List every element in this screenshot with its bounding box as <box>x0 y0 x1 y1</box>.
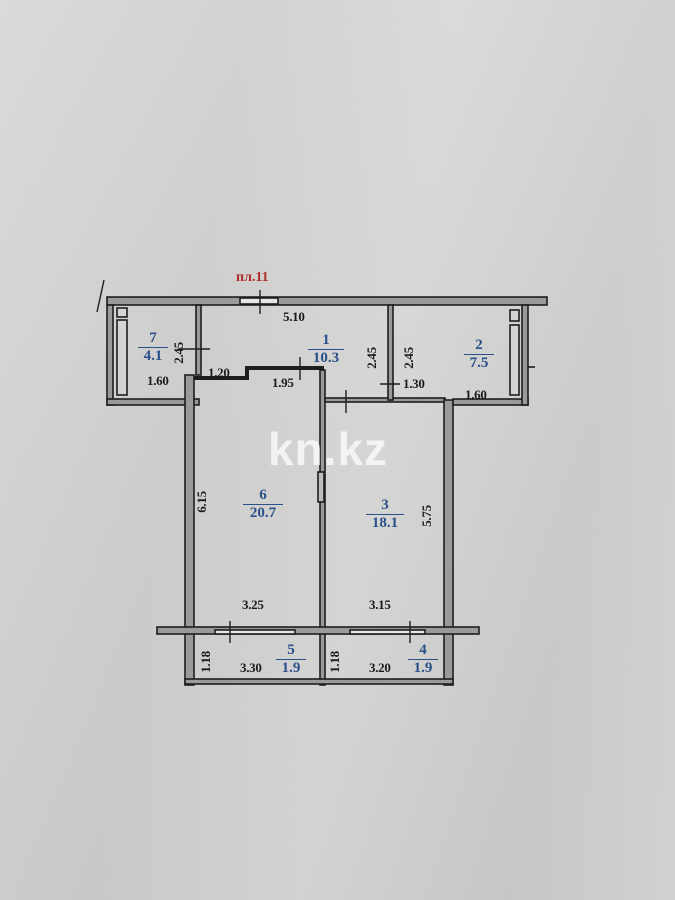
door-6 <box>317 471 325 503</box>
room-number: 5 <box>287 642 295 658</box>
dim-hall-mid: 1.95 <box>272 375 294 390</box>
room-number: 2 <box>475 337 483 353</box>
wall-top <box>106 296 548 306</box>
dim-room3-height: 5.75 <box>418 505 434 527</box>
dim-hall-height: 2.45 <box>363 347 379 369</box>
wall-room3-right <box>443 399 454 686</box>
wall-room7-bottom <box>106 398 200 406</box>
room-area: 18.1 <box>366 514 404 531</box>
dim-room6-height: 6.15 <box>193 491 209 513</box>
wall-6-3 <box>319 369 326 686</box>
room-5-label: 5 1.9 <box>276 643 306 676</box>
room7-inner-rail-top <box>116 307 128 318</box>
dim-room7-height: 2.45 <box>170 342 186 364</box>
dim-room3-width: 3.15 <box>369 597 391 612</box>
dim-balcony5-height: 1.18 <box>197 651 213 673</box>
wall-room7-left <box>106 304 114 406</box>
room-area: 10.3 <box>308 349 344 366</box>
window-bottom-right <box>349 629 426 635</box>
dim-balcony5-width: 3.30 <box>240 660 262 675</box>
wall-room2-right <box>521 304 529 406</box>
watermark: kn.kz <box>268 423 389 475</box>
room-2-label: 2 7.5 <box>464 338 494 371</box>
dim-top-width: 5.10 <box>283 309 305 324</box>
room-area: 7.5 <box>464 354 494 371</box>
room-number: 6 <box>259 487 267 503</box>
room-4-label: 4 1.9 <box>408 643 438 676</box>
dim-hall-right: 1.30 <box>403 376 425 391</box>
window-bottom-left <box>214 629 296 635</box>
dim-room6-width: 3.25 <box>242 597 264 612</box>
wall-1-2 <box>387 304 394 401</box>
dim-balcony4-height: 1.18 <box>326 651 342 673</box>
room-area: 1.9 <box>408 659 438 676</box>
room-area: 1.9 <box>276 659 306 676</box>
dim-balcony4-width: 3.20 <box>369 660 391 675</box>
window-top <box>239 297 279 305</box>
dim-room7-width: 1.60 <box>147 373 169 388</box>
wall-room6-left <box>184 374 195 686</box>
dim-room2-width: 1.60 <box>465 387 487 402</box>
room-area: 4.1 <box>138 347 168 364</box>
wall-room3-top <box>324 397 446 403</box>
room-number: 7 <box>149 330 157 346</box>
room-1-label: 1 10.3 <box>308 333 344 366</box>
room2-inner-rail-top <box>509 309 520 322</box>
wall-7-1 <box>195 304 202 376</box>
room-number: 1 <box>322 332 330 348</box>
dim-room2-height: 2.45 <box>400 347 416 369</box>
room-6-label: 6 20.7 <box>243 488 283 521</box>
room-number: 3 <box>381 497 389 513</box>
wall-balcony-bottom <box>184 678 454 685</box>
dim-hall-left: 1.20 <box>208 365 230 380</box>
wall-bottom-rail <box>156 626 480 635</box>
room2-inner-rail <box>509 324 520 396</box>
plan-label: пл.11 <box>236 270 269 285</box>
room-7-label: 7 4.1 <box>138 331 168 364</box>
room-area: 20.7 <box>243 504 283 521</box>
room-3-label: 3 18.1 <box>366 498 404 531</box>
room7-inner-rail <box>116 319 128 396</box>
room-number: 4 <box>419 642 427 658</box>
